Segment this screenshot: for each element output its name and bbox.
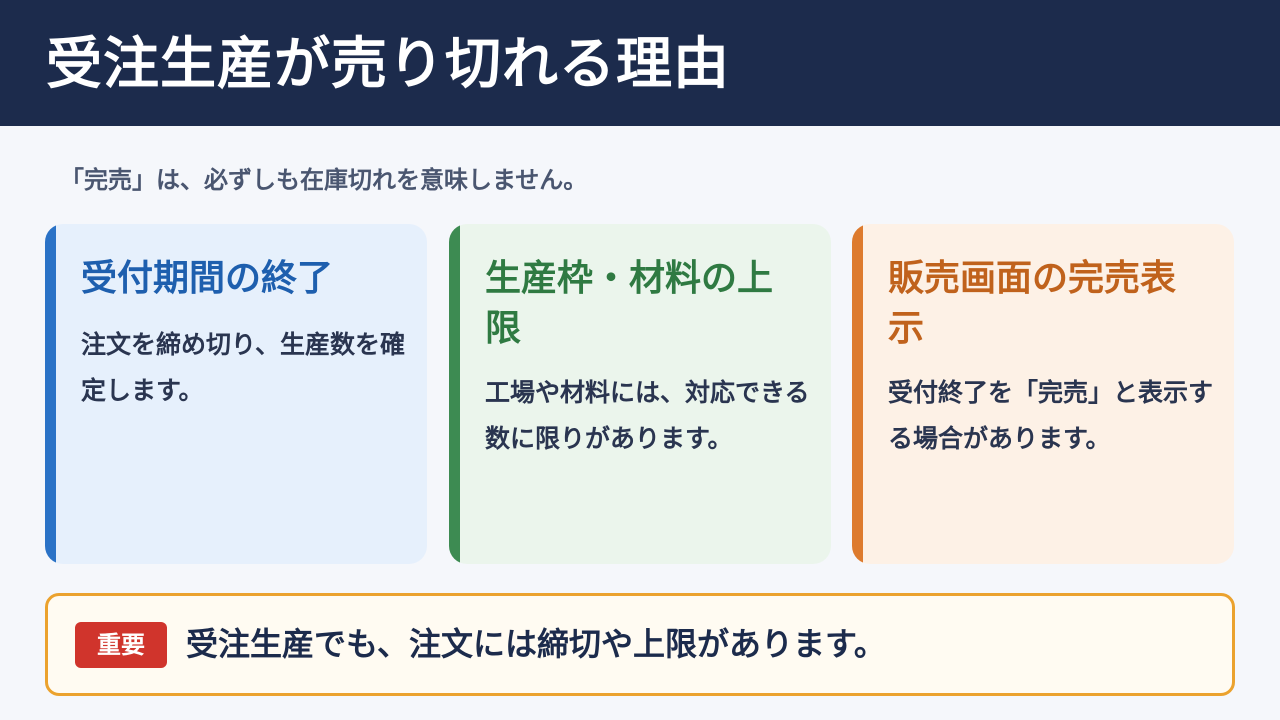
card-title: 生産枠・材料の上限 [485, 258, 774, 349]
subtitle: 「完売」は、必ずしも在庫切れを意味しません。 [60, 166, 588, 194]
card-sold-out-display: 販売画面の完売表示 受付終了を「完売」と表示する場合があります。 [852, 224, 1234, 564]
card-body: 工場や材料には、対応できる数に限りがあります。 [485, 378, 810, 453]
card-accent-bar [449, 224, 460, 564]
card-body: 受付終了を「完売」と表示する場合があります。 [888, 378, 1214, 453]
card-body: 注文を締め切り、生産数を確定します。 [81, 330, 406, 405]
card-title: 受付期間の終了 [81, 258, 334, 299]
card-accent-bar [852, 224, 863, 564]
page-title: 受注生産が売り切れる理由 [46, 32, 730, 97]
card-title: 販売画面の完売表示 [888, 258, 1177, 349]
card-accent-bar [45, 224, 56, 564]
important-notice: 重要 受注生産でも、注文には締切や上限があります。 [45, 593, 1235, 696]
important-badge: 重要 [75, 622, 167, 668]
card-application-period: 受付期間の終了 注文を締め切り、生産数を確定します。 [45, 224, 427, 564]
header-bar: 受注生産が売り切れる理由 [0, 0, 1280, 126]
card-production-limit: 生産枠・材料の上限 工場や材料には、対応できる数に限りがあります。 [449, 224, 831, 564]
notice-text: 受注生産でも、注文には締切や上限があります。 [186, 625, 886, 663]
